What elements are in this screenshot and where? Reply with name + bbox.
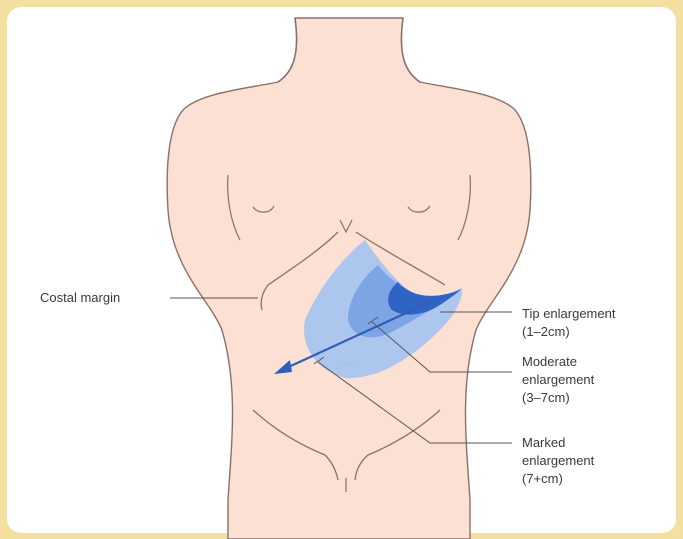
label-moderate-line1: Moderate <box>522 354 577 369</box>
label-moderate-line3: (3–7cm) <box>522 390 570 405</box>
label-costal-margin: Costal margin <box>40 290 120 305</box>
label-tip-line1: Tip enlargement <box>522 306 616 321</box>
label-moderate-line2: enlargement <box>522 372 595 387</box>
label-marked-line3: (7+cm) <box>522 471 563 486</box>
label-marked-line1: Marked <box>522 435 565 450</box>
label-tip-line2: (1–2cm) <box>522 324 570 339</box>
label-marked-line2: enlargement <box>522 453 595 468</box>
